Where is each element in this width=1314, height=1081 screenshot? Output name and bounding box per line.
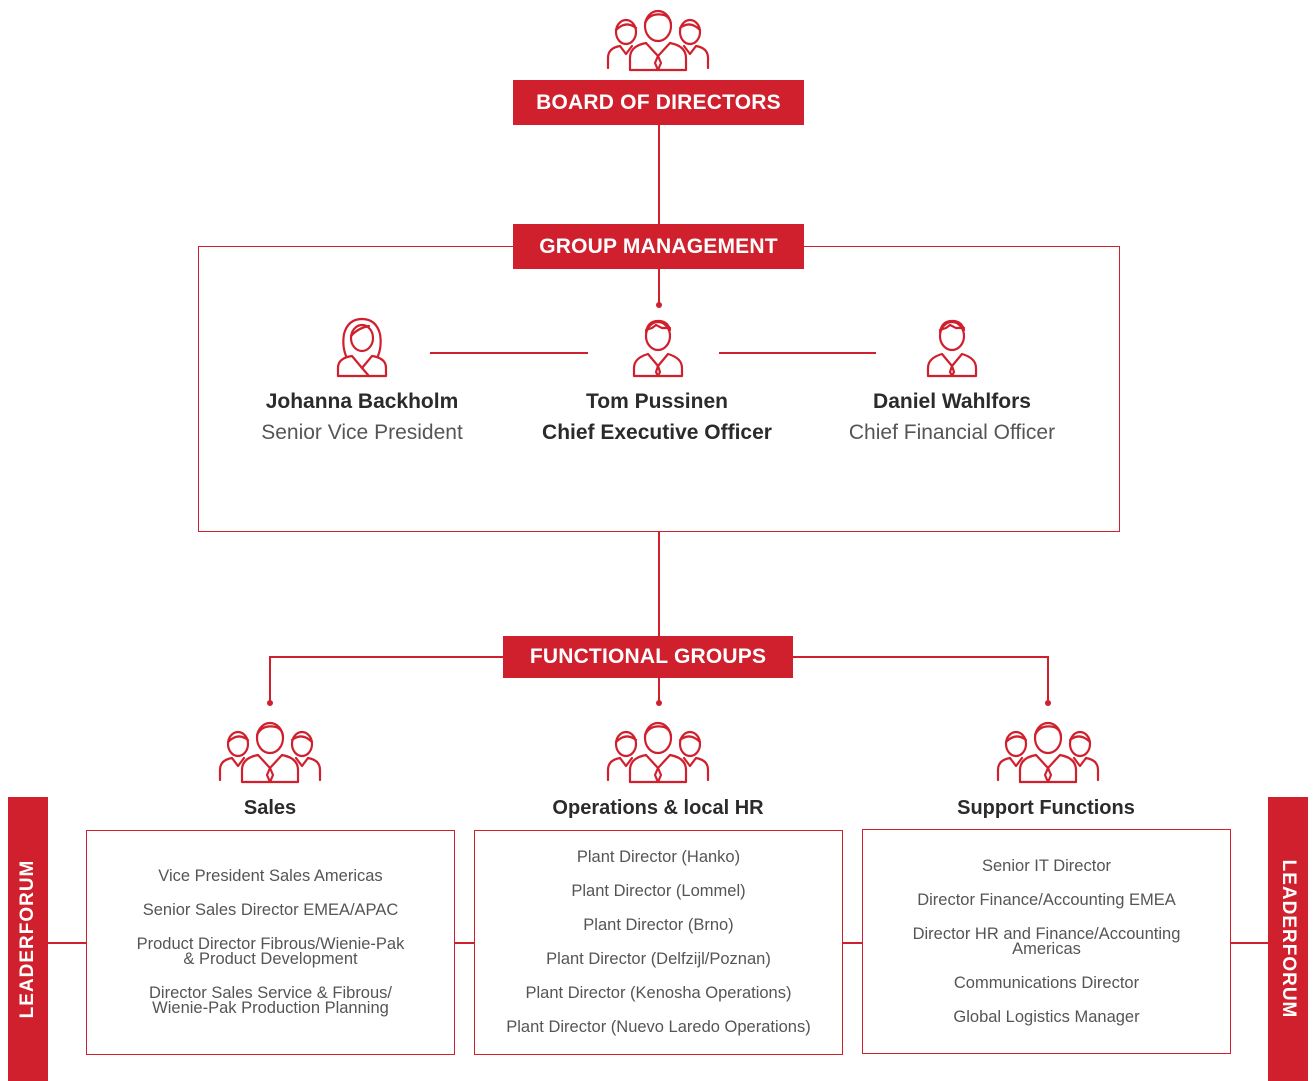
list-item: Plant Director (Brno): [583, 916, 734, 934]
connector-svp-ceo: [430, 352, 588, 354]
svp-name: Johanna Backholm: [265, 390, 459, 413]
connector-ceo-cfo: [719, 352, 876, 354]
connector-functional-left: [269, 656, 503, 658]
ceo-title: Chief Executive Officer: [542, 421, 772, 444]
list-item: Plant Director (Kenosha Operations): [525, 984, 792, 1002]
connector-board-to-management: [658, 125, 660, 224]
support-functions-box: [862, 829, 1231, 1054]
cfo-title: Chief Financial Officer: [848, 421, 1056, 444]
connector-to-operations: [658, 678, 660, 702]
list-item: Senior IT Director: [982, 856, 1111, 875]
group-management-banner: GROUP MANAGEMENT: [513, 224, 804, 269]
list-item: Plant Director (Lommel): [571, 882, 746, 900]
operations-list: Plant Director (Hanko) Plant Director (L…: [476, 832, 841, 1053]
sales-box: [86, 830, 455, 1055]
list-item: Product Director Fibrous/Wienie-Pak & Pr…: [136, 935, 405, 968]
list-item: Global Logistics Manager: [953, 1007, 1140, 1026]
support-functions-list: Senior IT Director Director Finance/Acco…: [864, 831, 1229, 1052]
leaderforum-left: LEADERFORUM: [8, 797, 48, 1081]
list-item: Vice President Sales Americas: [158, 867, 383, 885]
list-item: Senior Sales Director EMEA/APAC: [142, 901, 399, 919]
male-person-icon: [630, 316, 686, 378]
connector-functional-right: [792, 656, 1048, 658]
list-item: Plant Director (Hanko): [576, 848, 741, 866]
connector-management-to-functional: [658, 532, 660, 636]
connector-to-support: [1047, 656, 1049, 702]
support-functions-title: Support Functions: [957, 797, 1135, 819]
leaderforum-right: LEADERFORUM: [1268, 797, 1308, 1081]
list-item: Director Finance/Accounting EMEA: [917, 890, 1176, 909]
sales-list: Vice President Sales Americas Senior Sal…: [88, 832, 453, 1053]
list-item: Plant Director (Nuevo Laredo Operations): [506, 1018, 811, 1036]
list-item: Director Sales Service & Fibrous/ Wienie…: [149, 984, 392, 1017]
board-of-directors-banner: BOARD OF DIRECTORS: [513, 80, 804, 125]
svp-title: Senior Vice President: [261, 421, 463, 444]
team-icon: [996, 720, 1100, 784]
sales-title: Sales: [243, 797, 297, 819]
ceo-name: Tom Pussinen: [586, 390, 728, 413]
operations-box: [474, 830, 843, 1055]
connector-to-sales: [269, 656, 271, 702]
connector-dot: [656, 302, 662, 308]
leaderforum-left-label: LEADERFORUM: [17, 859, 38, 1019]
connector-dot: [267, 700, 273, 706]
functional-groups-banner: FUNCTIONAL GROUPS: [503, 636, 793, 678]
connector-dot: [656, 700, 662, 706]
list-item: Plant Director (Delfzijl/Poznan): [546, 950, 771, 968]
male-person-icon: [924, 316, 980, 378]
leaderforum-right-label: LEADERFORUM: [1278, 859, 1299, 1019]
cfo-name: Daniel Wahlfors: [873, 390, 1031, 413]
operations-title: Operations & local HR: [552, 797, 764, 819]
team-icon: [218, 720, 322, 784]
connector-management-to-ceo: [658, 269, 660, 304]
female-person-icon: [334, 316, 390, 378]
board-team-icon: [606, 8, 710, 72]
connector-dot: [1045, 700, 1051, 706]
list-item: Director HR and Finance/Accounting Ameri…: [912, 924, 1181, 958]
list-item: Communications Director: [953, 973, 1140, 992]
team-icon: [606, 720, 710, 784]
